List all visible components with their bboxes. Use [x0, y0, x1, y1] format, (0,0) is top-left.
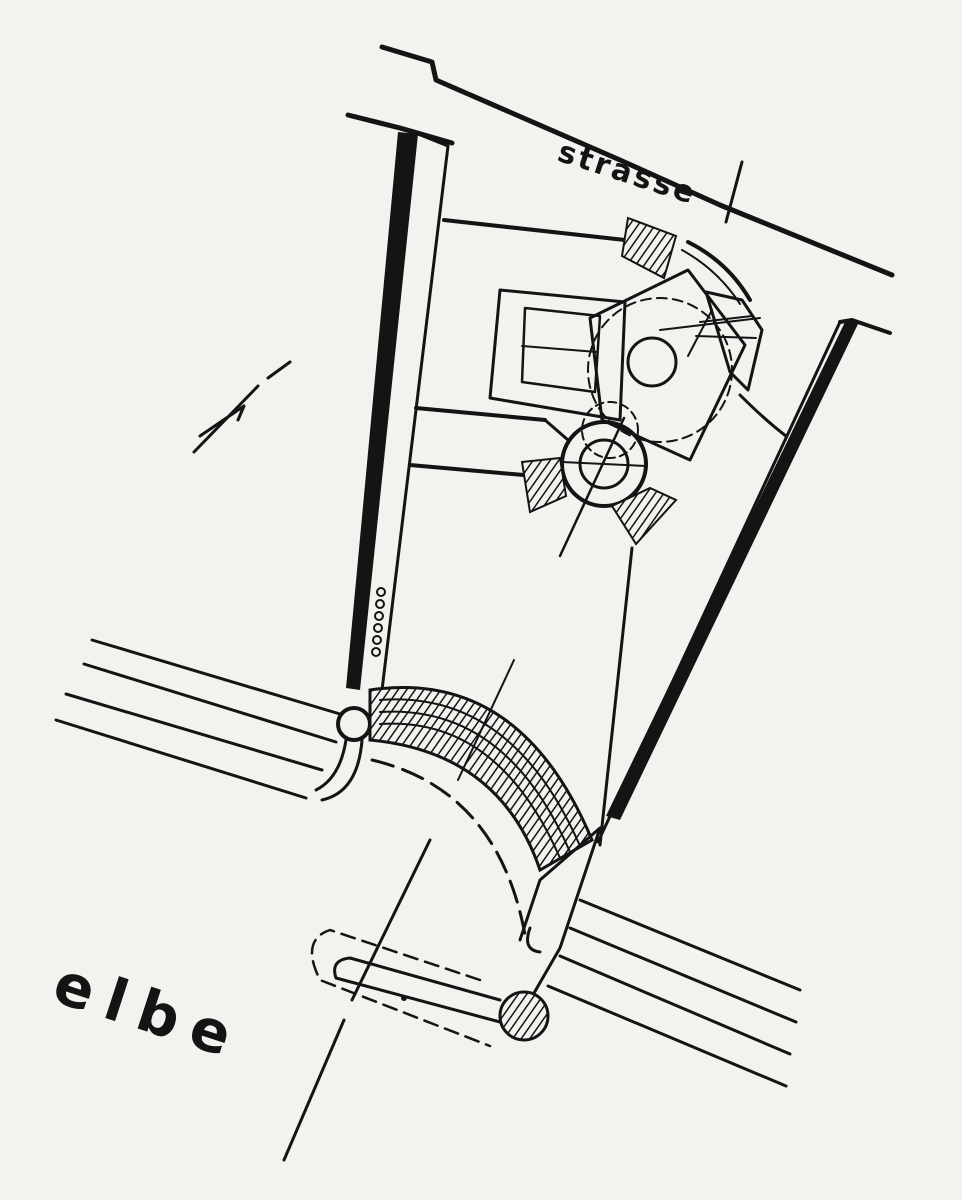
stair-dots [371, 587, 386, 657]
street-edge [379, 44, 895, 278]
right-boundary-wall [596, 318, 892, 844]
courtyard-walls [408, 218, 788, 847]
section-line [282, 838, 432, 1162]
bridge-pier [498, 826, 602, 1042]
castle-complex [488, 216, 764, 462]
river-bank-right [546, 898, 802, 1088]
river-bank-left [54, 638, 372, 802]
river-label: elbe [46, 949, 253, 1074]
lower-pier [310, 928, 502, 1048]
round-tower [520, 401, 678, 558]
arched-bastion [368, 659, 594, 942]
street-label: strasse [554, 134, 702, 212]
left-boundary-wall [345, 112, 455, 692]
north-arrow-icon [192, 360, 292, 454]
